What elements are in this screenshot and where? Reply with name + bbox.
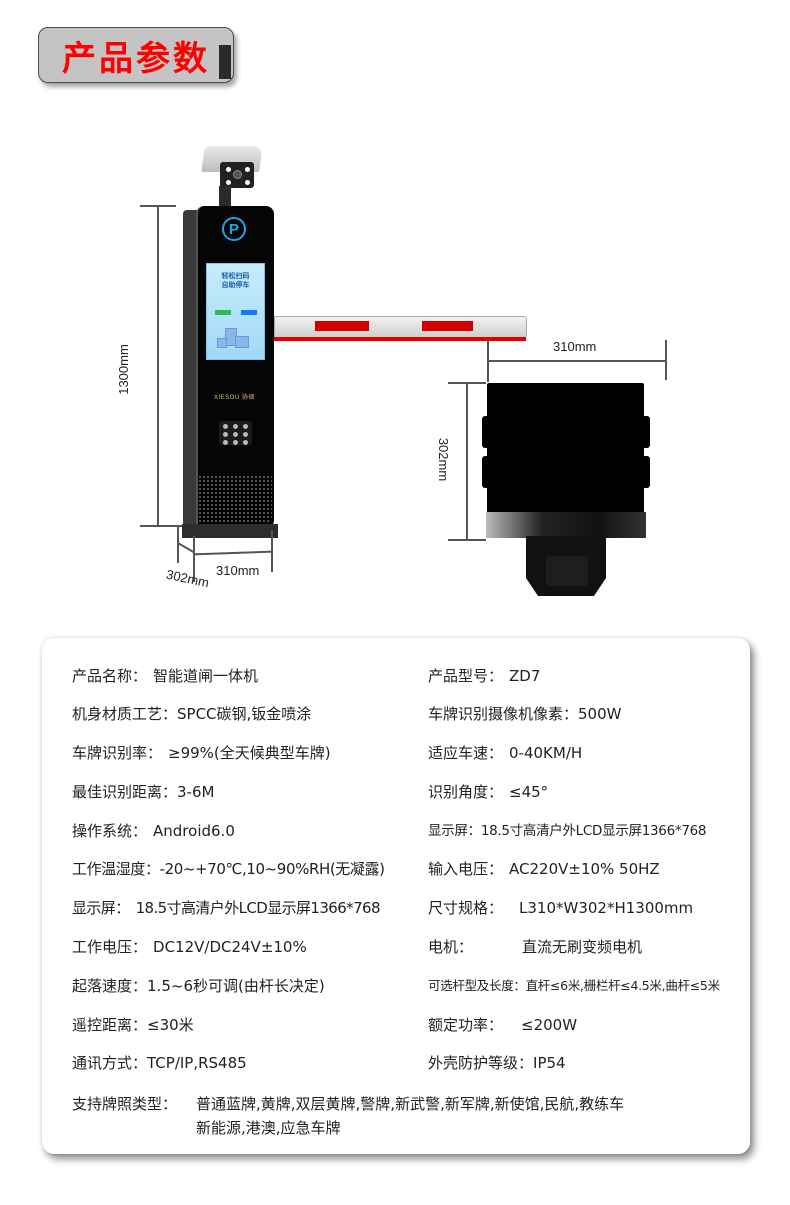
- spec-os: 操作系统：Android6.0: [72, 822, 235, 840]
- kiosk-base: [182, 524, 278, 538]
- alipay-icon: [241, 310, 257, 315]
- spec-vehicle-speed: 适应车速：0-40KM/H: [428, 744, 583, 762]
- spec-display-right: 显示屏：18.5寸高清户外LCD显示屏1366*768: [428, 823, 707, 839]
- brand-label: XIESOU 协硕: [214, 395, 255, 401]
- screen-line-2: 自助停车: [221, 281, 250, 289]
- barrier-arm-stripe: [315, 321, 369, 331]
- spec-model: 产品型号：ZD7: [428, 667, 541, 685]
- building-illustration: [217, 338, 227, 348]
- top-view-motor-detail: [546, 556, 588, 586]
- dim-height-label: 1300mm: [115, 344, 131, 395]
- spec-camera-pixels: 车牌识别摄像机像素：500W: [428, 705, 622, 723]
- building-illustration: [235, 336, 249, 348]
- dim-width-left-tick: [193, 536, 195, 582]
- wechat-pay-icon: [215, 310, 231, 315]
- barrier-arm-red-edge: [274, 337, 526, 341]
- spec-recognition-distance: 最佳识别距离：3-6M: [72, 783, 215, 801]
- kiosk-screen: 轻松扫码 自助停车: [206, 263, 265, 360]
- parking-logo-icon: P: [222, 217, 246, 241]
- spec-recognition-rate: 车牌识别率：≥99%(全天候典型车牌): [72, 744, 331, 762]
- spec-plate-types: 支持牌照类型：普通蓝牌,黄牌,双层黄牌,警牌,新武警,新军牌,新使馆,民航,教练…: [72, 1095, 625, 1137]
- camera-bracket: [219, 186, 231, 208]
- spec-working-voltage: 工作电压：DC12V/DC24V±10%: [72, 938, 307, 956]
- section-title: 产品参数: [62, 38, 210, 79]
- barrier-arm: [274, 316, 527, 338]
- dim-top-depth-bottom-tick: [448, 539, 486, 541]
- spec-remote-distance: 遥控距离：≤30米: [72, 1016, 194, 1034]
- dim-height-bottom-tick: [140, 525, 184, 527]
- dim-width-label: 310mm: [216, 563, 260, 578]
- decorative-dot-pattern: [198, 475, 272, 527]
- spec-communication: 通讯方式：TCP/IP,RS485: [72, 1054, 247, 1072]
- spec-panel: 产品名称：智能道闸一体机 机身材质工艺：SPCC碳钢,钣金喷涂 车牌识别率：≥9…: [42, 638, 750, 1154]
- spec-material: 机身材质工艺：SPCC碳钢,钣金喷涂: [72, 705, 312, 723]
- spec-temperature-humidity: 工作温湿度：-20~+70℃,10~90%RH(无凝露): [72, 860, 385, 878]
- spec-lift-speed: 起落速度：1.5~6秒可调(由杆长决定): [72, 977, 325, 995]
- top-view-tab: [482, 456, 490, 488]
- dim-top-width-label: 310mm: [553, 339, 597, 354]
- camera-mount: [219, 45, 231, 79]
- dim-width-line: [192, 550, 274, 556]
- top-view-tab: [642, 456, 650, 488]
- dim-top-depth-label: 302mm: [436, 437, 452, 482]
- dim-height-line: [157, 205, 159, 526]
- camera-lens: [233, 170, 242, 179]
- spec-recognition-angle: 识别角度：≤45°: [428, 783, 549, 801]
- camera-led: [226, 180, 231, 185]
- spec-input-voltage: 输入电压：AC220V±10% 50HZ: [428, 860, 660, 878]
- spec-dimensions: 尺寸规格：L310*W302*H1300mm: [428, 899, 694, 917]
- screen-line-1: 轻松扫码: [221, 272, 250, 280]
- top-view-tab: [482, 416, 490, 448]
- dim-depth-tick: [177, 527, 179, 563]
- top-view-plate: [486, 512, 646, 538]
- camera-led: [245, 180, 250, 185]
- spec-motor: 电机：直流无刷变频电机: [428, 938, 643, 956]
- barrier-arm-stripe: [422, 321, 473, 331]
- section-title-badge: 产品参数: [38, 27, 234, 83]
- dim-depth-label: 302mm: [164, 566, 211, 591]
- top-view-tab: [642, 416, 650, 448]
- camera-led: [245, 167, 250, 172]
- spec-rated-power: 额定功率：≤200W: [428, 1016, 578, 1034]
- screen-title: 轻松扫码 自助停车: [207, 272, 264, 290]
- camera-led: [226, 167, 231, 172]
- spec-display-left: 显示屏：18.5寸高清户外LCD显示屏1366*768: [72, 899, 381, 917]
- dim-top-depth-line: [466, 382, 468, 540]
- top-view-body: [487, 383, 644, 513]
- spec-product-name: 产品名称：智能道闸一体机: [72, 667, 259, 685]
- keypad: [219, 421, 252, 445]
- spec-ip-rating: 外壳防护等级：IP54: [428, 1054, 566, 1072]
- dim-top-width-line: [487, 360, 667, 362]
- spec-arm-options: 可选杆型及长度：直杆≤6米,栅栏杆≤4.5米,曲杆≤5米: [428, 978, 720, 993]
